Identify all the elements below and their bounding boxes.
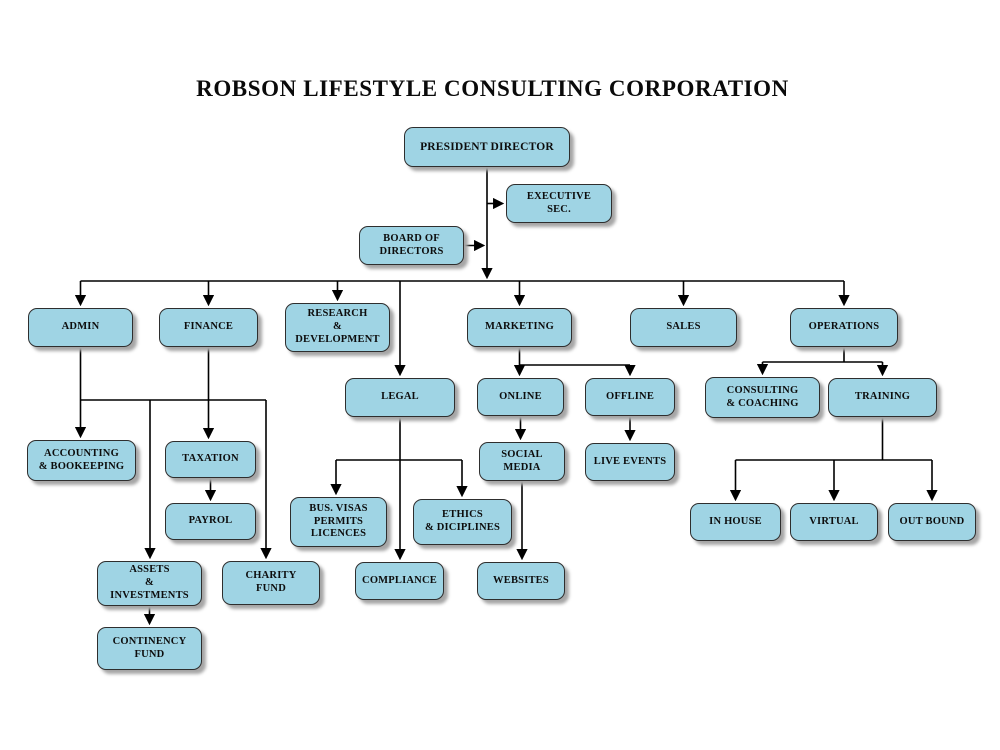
node-online: ONLINE bbox=[477, 378, 564, 416]
node-marketing: MARKETING bbox=[467, 308, 572, 347]
node-accounting-bookeeping: ACCOUNTING & BOOKEEPING bbox=[27, 440, 136, 481]
node-in-house: IN HOUSE bbox=[690, 503, 781, 541]
node-research-development: RESEARCH & DEVELOPMENT bbox=[285, 303, 390, 352]
node-president-director: PRESIDENT DIRECTOR bbox=[404, 127, 570, 167]
node-websites: WEBSITES bbox=[477, 562, 565, 600]
node-continency-fund: CONTINENCY FUND bbox=[97, 627, 202, 670]
node-legal: LEGAL bbox=[345, 378, 455, 417]
node-payrol: PAYROL bbox=[165, 503, 256, 540]
node-live-events: LIVE EVENTS bbox=[585, 443, 675, 481]
node-board-of-directors: BOARD OF DIRECTORS bbox=[359, 226, 464, 265]
node-sales: SALES bbox=[630, 308, 737, 347]
node-taxation: TAXATION bbox=[165, 441, 256, 478]
node-admin: ADMIN bbox=[28, 308, 133, 347]
node-training: TRAINING bbox=[828, 378, 937, 417]
page-title: ROBSON LIFESTYLE CONSULTING CORPORATION bbox=[196, 76, 789, 101]
node-ethics-diciplines: ETHICS & DICIPLINES bbox=[413, 499, 512, 545]
node-compliance: COMPLIANCE bbox=[355, 562, 444, 600]
node-bus-visas-permits-licences: BUS. VISAS PERMITS LICENCES bbox=[290, 497, 387, 547]
node-consulting-coaching: CONSULTING & COACHING bbox=[705, 377, 820, 418]
node-offline: OFFLINE bbox=[585, 378, 675, 416]
node-operations: OPERATIONS bbox=[790, 308, 898, 347]
node-social-media: SOCIAL MEDIA bbox=[479, 442, 565, 481]
node-finance: FINANCE bbox=[159, 308, 258, 347]
node-assets-investments: ASSETS & INVESTMENTS bbox=[97, 561, 202, 606]
node-out-bound: OUT BOUND bbox=[888, 503, 976, 541]
node-virtual: VIRTUAL bbox=[790, 503, 878, 541]
node-charity-fund: CHARITY FUND bbox=[222, 561, 320, 605]
node-executive-sec: EXECUTIVE SEC. bbox=[506, 184, 612, 223]
